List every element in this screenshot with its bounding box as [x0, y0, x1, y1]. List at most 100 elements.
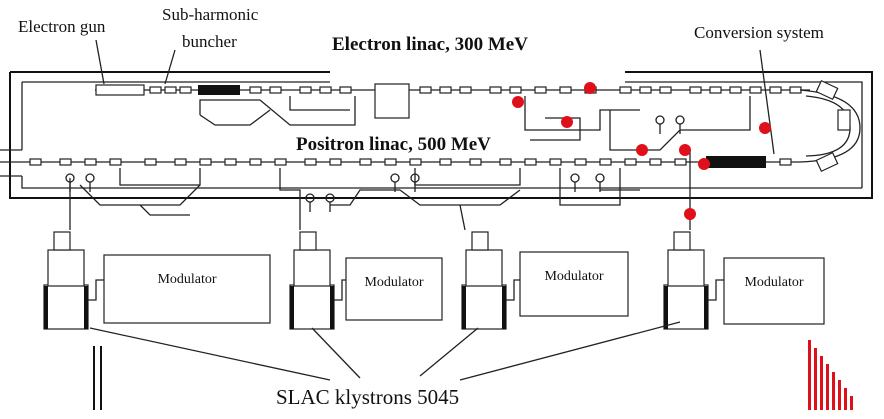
quadrupole [164, 86, 177, 94]
logo-bar [814, 348, 817, 410]
quadrupole [179, 86, 192, 94]
logo-bar [820, 356, 823, 410]
red-dot-marker [561, 116, 573, 128]
quadrupole [249, 86, 262, 94]
quadrupole [534, 86, 547, 94]
red-dot-marker [684, 208, 696, 220]
quadrupole [559, 86, 572, 94]
quadrupole [299, 86, 312, 94]
klystron-body-icon [47, 249, 85, 287]
rf-load-icon [390, 173, 400, 183]
electron-gun-box [95, 84, 145, 96]
bending-arc [799, 79, 861, 173]
quadrupole [339, 86, 352, 94]
quadrupole [729, 86, 742, 94]
klystron-tank-icon [461, 284, 507, 330]
electron-cavity [374, 83, 410, 119]
quadrupole [659, 86, 672, 94]
logo-bar [832, 372, 835, 410]
quadrupole [149, 86, 162, 94]
quadrupole [459, 86, 472, 94]
red-dot-marker [636, 144, 648, 156]
sub-harmonic-label: Sub-harmonic [162, 5, 259, 24]
klystron-stations: Modulator Modulator Modulator Modulator [43, 231, 825, 330]
quadrupole [109, 158, 122, 166]
red-dot-marker [759, 122, 771, 134]
modulator-label: Modulator [364, 275, 423, 290]
modulator-label: Modulator [744, 275, 803, 290]
quadrupole [649, 158, 662, 166]
quadrupole [359, 158, 372, 166]
quadrupole [384, 158, 397, 166]
logo-bar [838, 380, 841, 410]
quadrupole [674, 158, 687, 166]
klystron-station-1: Modulator [43, 231, 271, 330]
quadrupole [304, 158, 317, 166]
quadrupole [749, 86, 762, 94]
klystron-station-2: Modulator [289, 231, 443, 330]
klystron-head-icon [53, 231, 71, 251]
positron-beamline-elements [29, 158, 792, 166]
red-markers [512, 82, 771, 220]
klystron-leader-lines [89, 39, 775, 381]
quadrupole [29, 158, 42, 166]
positron-beamline [0, 156, 800, 168]
quadrupole [269, 86, 282, 94]
quadrupole [329, 158, 342, 166]
quadrupole [524, 158, 537, 166]
quadrupole [439, 158, 452, 166]
quadrupole [624, 158, 637, 166]
red-dot-marker [512, 96, 524, 108]
klystron-head-icon [673, 231, 691, 251]
logo-bar [826, 364, 829, 410]
rf-load-icon [655, 115, 665, 125]
klystrons-label: SLAC klystrons 5045 [276, 385, 459, 409]
klystron-head-icon [299, 231, 317, 251]
quadrupole [789, 86, 802, 94]
logo-bar [844, 388, 847, 410]
quadrupole [84, 158, 97, 166]
quadrupole [599, 158, 612, 166]
quadrupole [274, 158, 287, 166]
logo-bars-icon [808, 340, 853, 410]
quadrupole [224, 158, 237, 166]
klystron-station-3: Modulator [461, 231, 629, 330]
red-dot-marker [584, 82, 596, 94]
rf-load-icon [570, 173, 580, 183]
quadrupole [549, 158, 562, 166]
quadrupole [469, 158, 482, 166]
electron-beamline [95, 83, 810, 119]
quadrupole [499, 158, 512, 166]
rf-load-icon [595, 173, 605, 183]
quadrupole [769, 86, 782, 94]
logo-bar [808, 340, 811, 410]
klystron-head-icon [471, 231, 489, 251]
buncher-section [198, 85, 240, 95]
modulator-box [103, 254, 271, 324]
quadrupole [249, 158, 262, 166]
quadrupole [709, 86, 722, 94]
quadrupole [59, 158, 72, 166]
klystron-body-icon [667, 249, 705, 287]
rf-loads [65, 115, 685, 212]
quadrupole [639, 86, 652, 94]
red-dot-marker [679, 144, 691, 156]
quadrupole [689, 86, 702, 94]
quadrupole [489, 86, 502, 94]
modulator-label: Modulator [544, 269, 603, 284]
quadrupole [144, 158, 157, 166]
logo-bar [850, 396, 853, 410]
positron-linac-label: Positron linac, 500 MeV [296, 134, 491, 155]
modulator-label: Modulator [157, 272, 216, 287]
quadrupole [779, 158, 792, 166]
klystron-tank-icon [663, 284, 709, 330]
electron-linac-label: Electron linac, 300 MeV [332, 34, 528, 55]
modulator-box [519, 251, 629, 317]
quadrupole [174, 158, 187, 166]
klystron-body-icon [293, 249, 331, 287]
rf-load-icon [675, 115, 685, 125]
buncher-label: buncher [182, 32, 237, 51]
quadrupole [319, 86, 332, 94]
quadrupole [619, 86, 632, 94]
